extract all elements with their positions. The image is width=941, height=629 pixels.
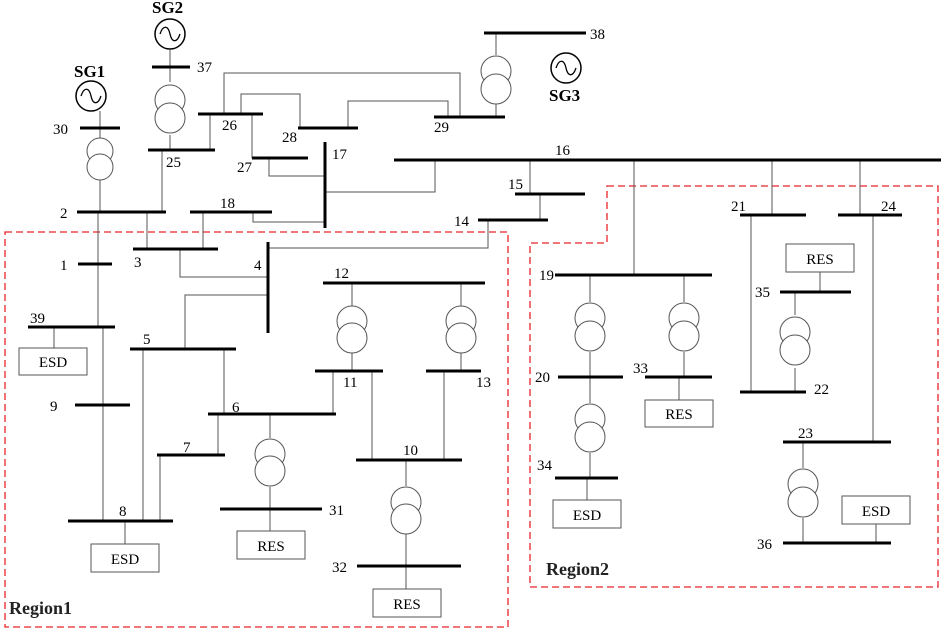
bus-label-33: 33	[633, 361, 648, 377]
bus-label-28: 28	[282, 130, 297, 146]
transformer-35-22	[779, 316, 811, 366]
transformer-6-31	[254, 438, 286, 487]
esd-label-36: ESD	[862, 504, 891, 520]
bus-label-38: 38	[590, 27, 605, 43]
generator-sg1	[75, 80, 107, 112]
branch-lines	[53, 33, 877, 589]
esd-box-39	[18, 347, 88, 376]
esd-label-8: ESD	[111, 552, 140, 568]
esd-box-36	[841, 495, 911, 525]
esd-label-39: ESD	[39, 355, 68, 371]
bus-label-16: 16	[555, 143, 571, 159]
bus-label-30: 30	[53, 122, 68, 138]
res-label-33: RES	[665, 407, 693, 423]
bus-label-35: 35	[755, 285, 770, 301]
bus-label-34: 34	[537, 458, 553, 474]
bus-label-39: 39	[30, 311, 45, 327]
bus-label-9: 9	[50, 399, 58, 415]
bus-label-19: 19	[539, 268, 554, 284]
bus-label-12: 12	[334, 266, 349, 282]
bus-bars	[28, 31, 941, 568]
bus-label-4: 4	[254, 258, 262, 274]
bus-label-5: 5	[143, 332, 151, 348]
generator-label-sg2: SG2	[152, 0, 183, 17]
bus-label-37: 37	[197, 60, 213, 76]
generator-label-sg1: SG1	[74, 62, 105, 81]
generator-sg3	[550, 52, 582, 84]
bus-label-1: 1	[60, 258, 68, 274]
bus-label-24: 24	[881, 199, 897, 215]
res-box-31	[236, 530, 306, 560]
bus-label-10: 10	[403, 443, 418, 459]
bus-label-14: 14	[454, 214, 470, 230]
region1-boundary	[4, 231, 509, 628]
transformers	[86, 55, 819, 535]
esd-label-34: ESD	[573, 508, 602, 524]
region2-boundary	[529, 185, 939, 588]
region-label-1: Region1	[9, 598, 72, 618]
res-box-32	[372, 588, 442, 618]
res-label-31: RES	[257, 539, 285, 555]
transformer-19-20	[574, 302, 606, 352]
esd-box-34	[552, 499, 622, 529]
bus-label-13: 13	[476, 375, 491, 391]
res-label-32: RES	[393, 597, 421, 613]
bus-label-25: 25	[166, 155, 181, 171]
bus-label-7: 7	[183, 440, 191, 456]
region-label-2: Region2	[546, 559, 609, 579]
bus-label-21: 21	[731, 199, 746, 215]
bus-label-2: 2	[60, 206, 68, 222]
res-label-35: RES	[806, 252, 834, 268]
transformer-38-29	[480, 55, 512, 105]
transformer-19-33	[668, 302, 700, 352]
bus-label-27: 27	[237, 160, 253, 176]
bus-label-3: 3	[134, 255, 142, 271]
generator-sg2	[154, 18, 186, 50]
transformer-37-25	[154, 84, 186, 134]
res-box-33	[644, 399, 714, 428]
transformer-12-13	[445, 305, 477, 354]
device-boxes: ESD ESD RES RES RES ESD RES ESD	[18, 243, 911, 618]
bus-label-32: 32	[332, 560, 347, 576]
bus-number-labels: 1 2 3 4 5 6 7 8 9 10 11 12 13 14 15 16 1…	[30, 27, 897, 576]
bus-label-18: 18	[220, 196, 235, 212]
transformer-12-11	[336, 305, 368, 354]
bus-label-23: 23	[798, 426, 813, 442]
transformer-30-2	[86, 137, 114, 181]
bus-label-17: 17	[332, 147, 348, 163]
transformer-10-32	[390, 486, 422, 535]
bus-label-6: 6	[232, 400, 240, 416]
esd-box-8	[90, 543, 160, 573]
bus-label-36: 36	[757, 537, 773, 553]
res-box-35	[785, 243, 855, 273]
bus-label-11: 11	[343, 375, 357, 391]
bus-label-8: 8	[119, 504, 127, 520]
bus-label-29: 29	[434, 120, 449, 136]
bus-label-31: 31	[329, 503, 344, 519]
bus-label-20: 20	[535, 370, 550, 386]
generator-label-sg3: SG3	[549, 86, 580, 105]
bus-label-15: 15	[508, 177, 523, 193]
bus-label-22: 22	[814, 382, 829, 398]
transformer-20-34	[574, 403, 606, 453]
transformer-23-36	[787, 468, 819, 518]
bus-label-26: 26	[222, 118, 238, 134]
